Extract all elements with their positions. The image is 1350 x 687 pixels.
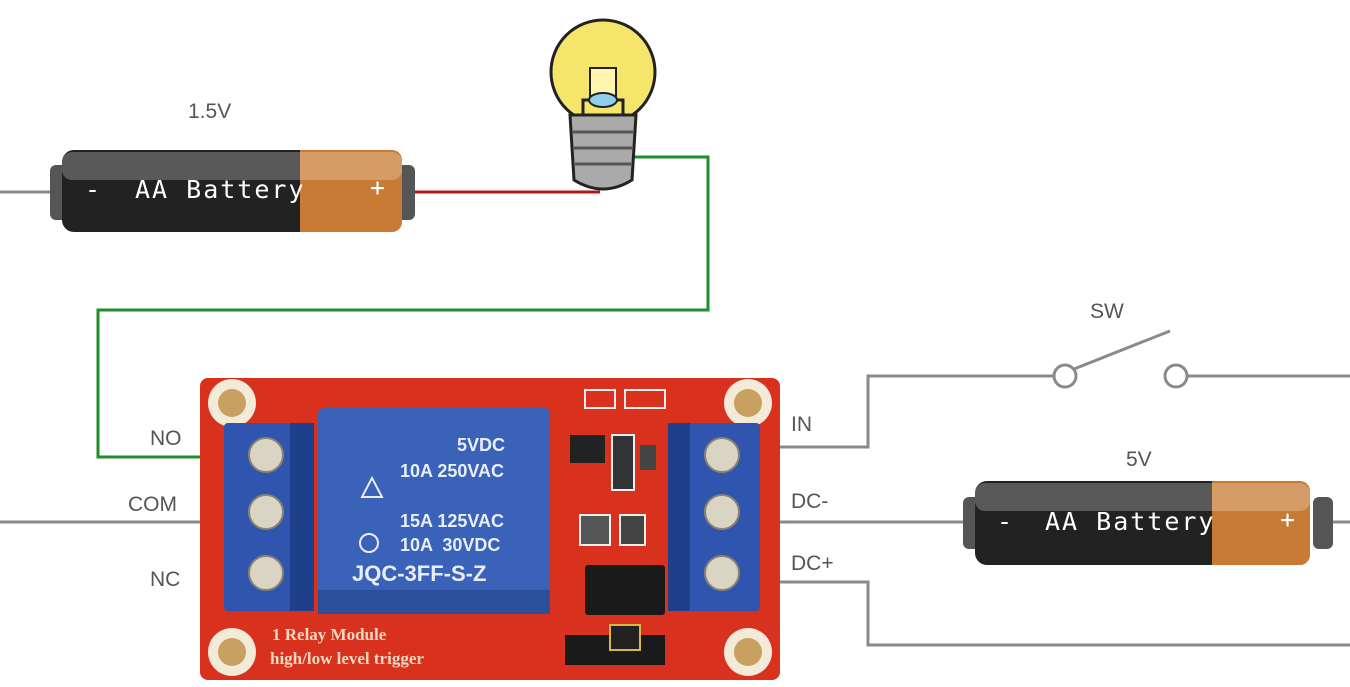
wire-bulb-to-no — [96, 155, 710, 459]
battery1-plus: + — [370, 173, 387, 202]
certification-icon — [359, 475, 384, 553]
light-bulb-icon — [549, 18, 657, 191]
wire-dc-plus — [755, 580, 1350, 647]
battery2-name: AA Battery — [1045, 507, 1216, 536]
relay-model: JQC-3FF-S-Z — [352, 561, 486, 586]
battery2-voltage: 5V — [1126, 448, 1152, 471]
relay-spec-4: 10A 30VDC — [400, 535, 500, 555]
label-no: NO — [150, 427, 182, 450]
label-dc-minus: DC- — [791, 490, 828, 513]
battery1-name: AA Battery — [135, 175, 306, 204]
relay-spec-2: 10A 250VAC — [400, 461, 504, 481]
board-label-2: high/low level trigger — [270, 649, 424, 668]
battery1-voltage: 1.5V — [188, 100, 231, 123]
battery-1 — [50, 150, 415, 232]
board-label-1: 1 Relay Module — [272, 625, 387, 644]
relay-module — [200, 378, 780, 680]
battery2-minus: - — [997, 507, 1014, 536]
label-in: IN — [791, 413, 812, 436]
battery2-plus: + — [1280, 505, 1297, 534]
label-nc: NC — [150, 568, 180, 591]
wire-in-to-switch — [755, 374, 1053, 449]
switch — [1052, 329, 1189, 389]
switch-label: SW — [1090, 300, 1124, 323]
battery1-minus: - — [85, 175, 102, 204]
label-dc-plus: DC+ — [791, 552, 834, 575]
relay-spec-1: 5VDC — [457, 435, 505, 455]
relay-spec-3: 15A 125VAC — [400, 511, 504, 531]
label-com: COM — [128, 493, 177, 516]
battery-2 — [963, 481, 1333, 565]
